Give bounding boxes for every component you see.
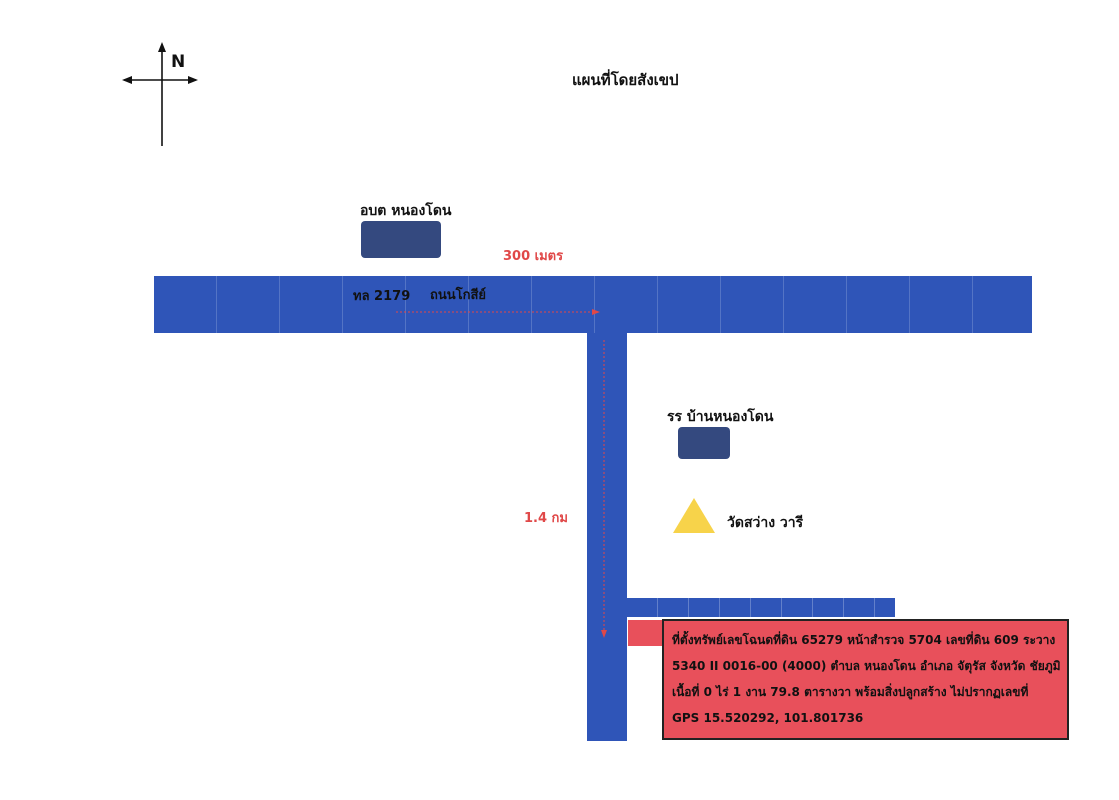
site-info-line: 5340 II 0016-00 (4000) ตำบล หนองโดน อำเภ… <box>672 659 1061 673</box>
site-info-line: เนื้อที่ 0 ไร่ 1 งาน 79.8 ตารางวา พร้อมส… <box>672 685 1029 699</box>
compass-icon <box>122 42 198 146</box>
site-info-line: ที่ตั้งทรัพย์เลขโฉนดที่ดิน 65279 หน้าสำร… <box>672 633 1056 647</box>
distance-east-label: 300 เมตร <box>503 249 564 264</box>
temple-label: วัดสว่าง วารี <box>727 515 804 531</box>
branch-road <box>627 598 895 617</box>
school-building-icon <box>678 427 730 459</box>
triangle-icon <box>673 498 715 533</box>
road-number-label: ทล 2179 <box>353 289 411 304</box>
map-title: แผนที่โดยสังเขป <box>572 71 679 89</box>
distance-south-label: 1.4 กม <box>524 511 568 526</box>
arrow-east-icon <box>592 309 600 315</box>
tao-building-icon <box>361 221 441 258</box>
tao-label: อบต หนองโดน <box>360 203 452 219</box>
south-road <box>587 333 627 741</box>
compass-north-label: N <box>171 52 186 72</box>
school-label: รร บ้านหนองโดน <box>667 409 774 425</box>
site-info-gps: GPS 15.520292, 101.801736 <box>672 711 864 725</box>
site-info-box: ที่ตั้งทรัพย์เลขโฉนดที่ดิน 65279 หน้าสำร… <box>662 619 1069 740</box>
arrow-south-icon <box>601 630 607 638</box>
route-arrows <box>396 309 607 638</box>
road-name-label: ถนนโกสีย์ <box>430 288 487 303</box>
main-road <box>154 276 1032 333</box>
